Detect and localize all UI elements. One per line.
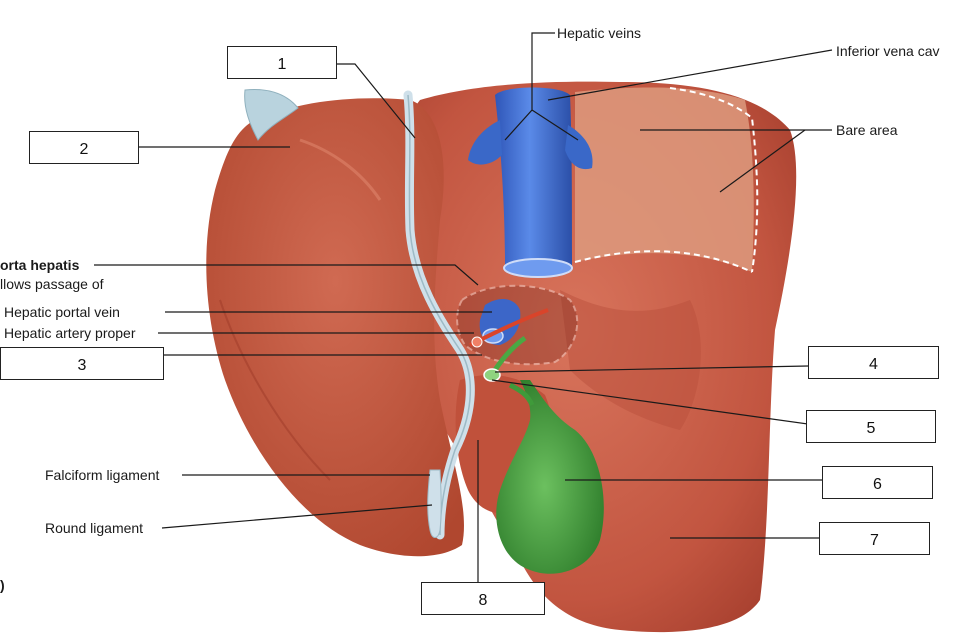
label-falciform-ligament: Falciform ligament	[45, 467, 160, 483]
label-allows-passage: llows passage of	[0, 276, 104, 292]
answer-box-7[interactable]: 7	[819, 522, 930, 555]
round-ligament	[427, 469, 442, 538]
inferior-vena-cava	[495, 87, 572, 271]
answer-box-8[interactable]: 8	[421, 582, 545, 615]
answer-box-3[interactable]: 3	[0, 347, 164, 380]
answer-box-4[interactable]: 4	[808, 346, 939, 379]
bare-area	[575, 87, 754, 272]
answer-box-1[interactable]: 1	[227, 46, 337, 79]
left-triangular-ligament	[244, 89, 299, 141]
leader-lines	[94, 32, 833, 583]
label-porta-hepatis: orta hepatis	[0, 257, 80, 273]
hepatic-vein-left	[468, 120, 502, 165]
label-hepatic-portal-vein: Hepatic portal vein	[4, 304, 120, 320]
label-round-ligament: Round ligament	[45, 520, 144, 536]
bile-duct	[492, 335, 527, 372]
label-hepatic-veins: Hepatic veins	[557, 25, 642, 41]
answer-box-6[interactable]: 6	[822, 466, 933, 499]
left-lobe	[206, 98, 464, 557]
label-hepatic-artery-proper: Hepatic artery proper	[4, 325, 136, 341]
answer-box-2[interactable]: 2	[29, 131, 139, 164]
label-inferior-vena-cava: Inferior vena cav	[836, 43, 940, 59]
gallbladder	[496, 380, 604, 574]
answer-box-5[interactable]: 5	[806, 410, 936, 443]
label-bare-area: Bare area	[836, 122, 898, 138]
panel-letter: )	[0, 577, 5, 593]
